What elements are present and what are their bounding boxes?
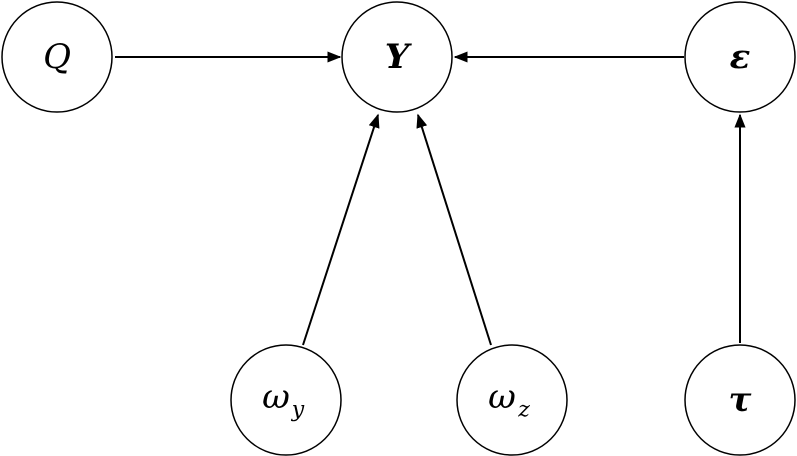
node-y: Y — [341, 1, 453, 113]
node-epsilon-label: ε — [730, 37, 751, 77]
node-omega-y-label: ω — [262, 377, 290, 417]
node-omega-z: ω z — [456, 344, 568, 456]
node-omega-y-subscript: y — [291, 398, 305, 423]
node-omega-z-subscript: z — [517, 398, 530, 423]
node-tau-label: τ — [729, 380, 752, 420]
node-omega-z-label: ω — [488, 377, 516, 417]
node-q: Q — [1, 1, 113, 113]
node-omega-y: ω y — [230, 344, 342, 456]
edge-omega-z-to-y — [416, 113, 492, 346]
node-y-label: Y — [385, 37, 412, 77]
node-q-label: Q — [43, 37, 71, 77]
node-epsilon: ε — [684, 1, 796, 113]
node-tau: τ — [684, 344, 796, 456]
edge-omega-y-to-y — [302, 113, 380, 346]
